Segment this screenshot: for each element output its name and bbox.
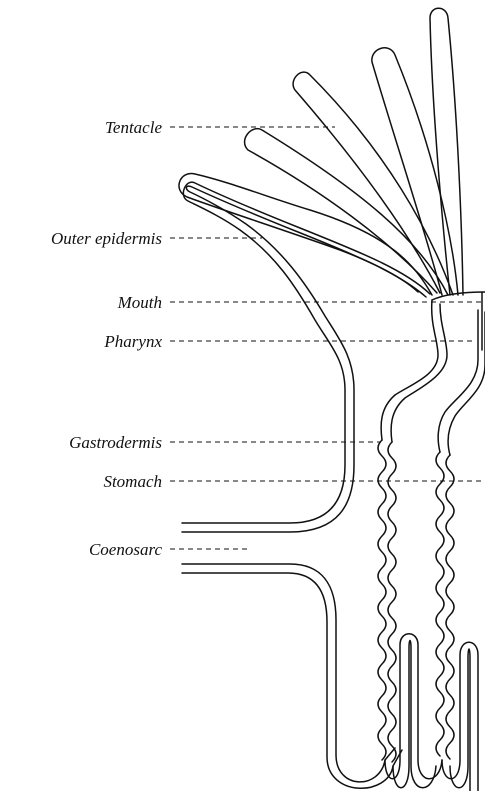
- outer-epidermis-lower: [182, 564, 395, 782]
- label-gastrodermis: Gastrodermis: [69, 433, 162, 452]
- gastrodermis-lower: [182, 573, 402, 788]
- outer-body-wall-lower: [182, 564, 478, 791]
- wave-1: [378, 440, 386, 760]
- label-mouth: Mouth: [117, 293, 162, 312]
- tentacle-3: [293, 72, 453, 295]
- wave-3: [436, 452, 444, 756]
- label-stomach: Stomach: [103, 472, 162, 491]
- wavy-gastrodermis: [378, 440, 454, 762]
- label-coenosarc: Coenosarc: [89, 540, 162, 559]
- fold-1: [385, 634, 442, 779]
- label-outer-epidermis: Outer epidermis: [51, 229, 162, 248]
- polyp-drawing: [179, 8, 485, 791]
- wave-2: [388, 442, 396, 762]
- pharynx-left: [381, 300, 438, 440]
- tentacle-2: [372, 48, 458, 295]
- mouth-region: [381, 292, 485, 455]
- outer-body-wall-upper: [182, 182, 430, 532]
- pharynx-right-inner: [448, 312, 485, 455]
- wave-4: [446, 455, 454, 759]
- labels: Tentacle Outer epidermis Mouth Pharynx G…: [51, 118, 162, 559]
- label-pharynx: Pharynx: [103, 332, 162, 351]
- outer-epidermis-line: [182, 182, 430, 523]
- pharynx-left-inner: [391, 304, 447, 442]
- label-tentacle: Tentacle: [105, 118, 162, 137]
- fold-2: [442, 642, 478, 791]
- tentacles: [179, 8, 463, 295]
